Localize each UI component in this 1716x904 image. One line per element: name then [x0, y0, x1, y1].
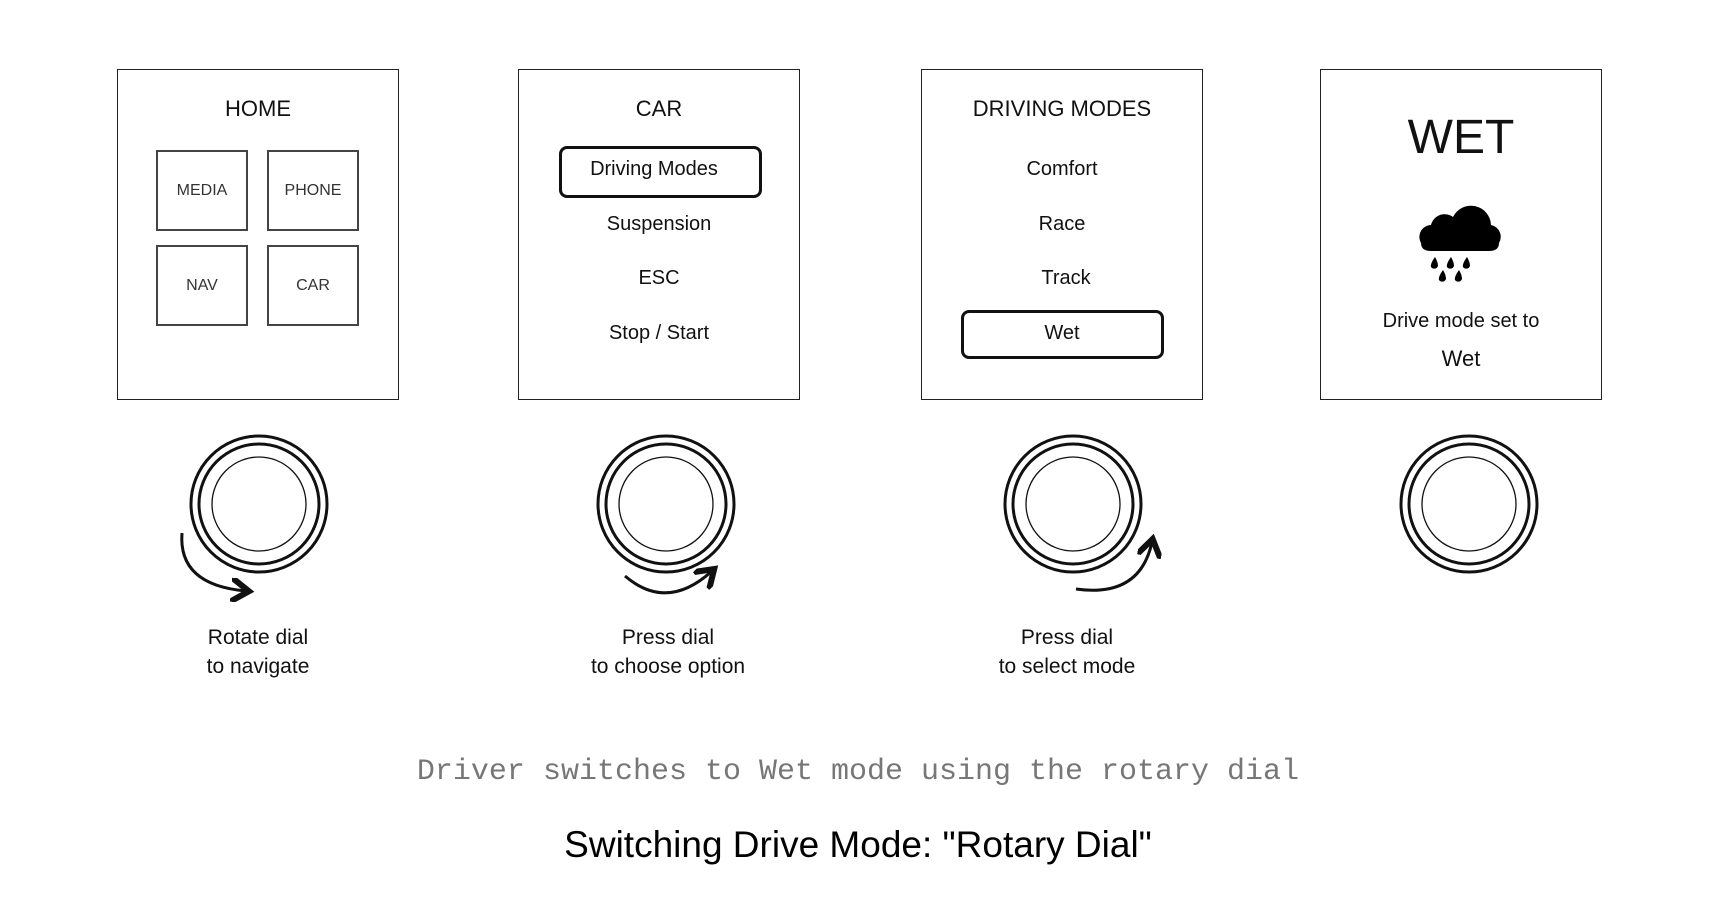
- rotary-dial-2[interactable]: [596, 434, 736, 574]
- wet-confirmation-screen: WET Drive mode set to Wet: [1320, 69, 1602, 400]
- menu-item-wet[interactable]: Wet: [1044, 322, 1080, 344]
- menu-item-esc[interactable]: ESC: [638, 267, 680, 289]
- screen-title: DRIVING MODES: [972, 96, 1152, 121]
- caption-line: to select mode: [998, 655, 1136, 678]
- caption-line: to navigate: [206, 655, 310, 678]
- tile-nav[interactable]: NAV: [156, 245, 248, 326]
- car-screen: CAR Driving Modes Suspension ESC Stop / …: [518, 69, 800, 400]
- story-caption: Driver switches to Wet mode using the ro…: [416, 755, 1300, 789]
- step-caption-3: Press dial to select mode: [917, 623, 1217, 681]
- menu-item-stop-start[interactable]: Stop / Start: [608, 322, 710, 344]
- press-arrow-icon: [624, 571, 712, 595]
- rotary-dial-1[interactable]: [189, 434, 329, 574]
- mode-title: WET: [1407, 111, 1515, 164]
- step-caption-2: Press dial to choose option: [518, 623, 818, 681]
- menu-item-driving-modes[interactable]: Driving Modes: [590, 158, 718, 180]
- caption-line: to choose option: [590, 655, 746, 678]
- caption-line: Rotate dial: [207, 626, 309, 649]
- caption-line: Press dial: [1020, 626, 1114, 649]
- menu-item-comfort[interactable]: Comfort: [1026, 158, 1098, 180]
- rain-cloud-icon: [1419, 205, 1501, 282]
- menu-item-track[interactable]: Track: [1041, 267, 1091, 289]
- tile-car[interactable]: CAR: [267, 245, 359, 326]
- confirmation-message-line2: Wet: [1441, 346, 1481, 371]
- screen-title: CAR: [635, 96, 683, 121]
- confirmation-message-line1: Drive mode set to: [1382, 310, 1540, 332]
- driving-modes-screen: DRIVING MODES Comfort Race Track Wet: [921, 69, 1203, 400]
- home-screen: HOME MEDIA PHONE NAV CAR: [117, 69, 399, 400]
- menu-item-suspension[interactable]: Suspension: [606, 213, 712, 235]
- selection-highlight: [961, 310, 1164, 359]
- rotary-dial-4[interactable]: [1399, 434, 1539, 574]
- caption-line: Press dial: [621, 626, 715, 649]
- tile-phone[interactable]: PHONE: [267, 150, 359, 231]
- menu-item-race[interactable]: Race: [1038, 213, 1086, 235]
- tile-media[interactable]: MEDIA: [156, 150, 248, 231]
- rotary-dial-3[interactable]: [1003, 434, 1143, 574]
- screen-title: HOME: [225, 96, 291, 121]
- rotate-arrow-icon: [180, 532, 246, 591]
- diagram-title: Switching Drive Mode: "Rotary Dial": [564, 824, 1152, 865]
- selection-highlight: [559, 146, 762, 198]
- press-arrow-icon: [1075, 542, 1152, 592]
- step-caption-1: Rotate dial to navigate: [108, 623, 408, 681]
